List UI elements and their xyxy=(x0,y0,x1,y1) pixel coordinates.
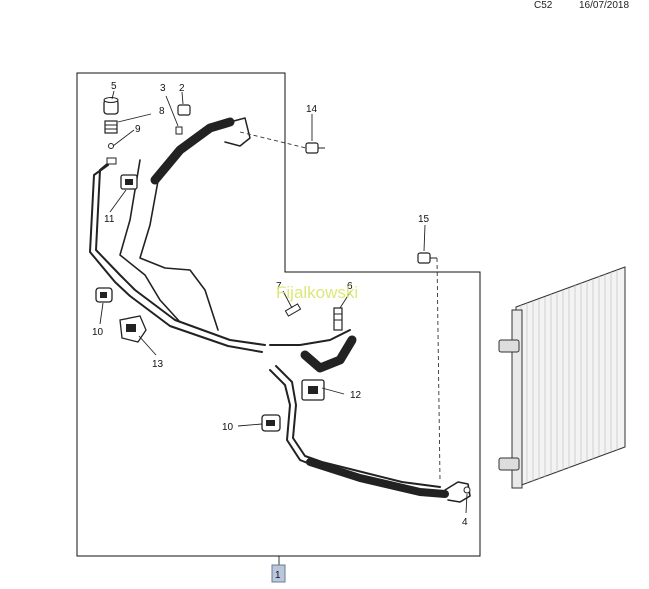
part-clamp-10a xyxy=(95,287,113,303)
callout-6: 6 xyxy=(347,281,353,292)
callout-4: 4 xyxy=(462,517,468,528)
part-nut-15 xyxy=(417,252,437,264)
page-code: C52 xyxy=(534,0,553,11)
part-seal xyxy=(106,157,117,165)
part-oring-4 xyxy=(463,486,471,494)
callout-10a: 10 xyxy=(92,327,104,338)
callout-11: 11 xyxy=(104,214,115,225)
callout-12: 12 xyxy=(350,390,362,401)
page-date: 16/07/2018 xyxy=(579,0,630,11)
part-cap xyxy=(103,97,119,115)
part-bracket-12 xyxy=(301,379,325,401)
watermark: Fijalkowski xyxy=(276,283,358,302)
condenser xyxy=(498,266,626,489)
part-oring-9 xyxy=(108,143,114,149)
part-clip-3 xyxy=(175,126,183,135)
part-valve xyxy=(104,120,118,134)
callout-1: 1 xyxy=(275,570,281,581)
callout-2: 2 xyxy=(179,83,185,94)
callout-8: 8 xyxy=(159,106,165,117)
part-clamp-10b xyxy=(261,414,281,432)
hose-assembly xyxy=(89,117,471,503)
part-nut-14 xyxy=(305,142,325,154)
callout-5: 5 xyxy=(111,81,117,92)
callout-14: 14 xyxy=(306,104,318,115)
callout-7: 7 xyxy=(276,281,282,292)
dashed-guides xyxy=(239,131,441,481)
assembly-frame xyxy=(76,72,481,557)
part-bracket-11 xyxy=(120,174,138,190)
part-pipe-6 xyxy=(333,307,343,331)
callout-9: 9 xyxy=(135,124,141,135)
callout-3: 3 xyxy=(160,83,166,94)
part-clip-2 xyxy=(177,104,191,116)
callout-13: 13 xyxy=(152,359,164,370)
callout-10b: 10 xyxy=(222,422,234,433)
part-bracket-13 xyxy=(119,315,147,343)
part-sensor-7 xyxy=(284,303,302,317)
callout-15: 15 xyxy=(418,214,430,225)
leader-lines xyxy=(99,90,468,566)
callout-highlight xyxy=(271,564,286,583)
